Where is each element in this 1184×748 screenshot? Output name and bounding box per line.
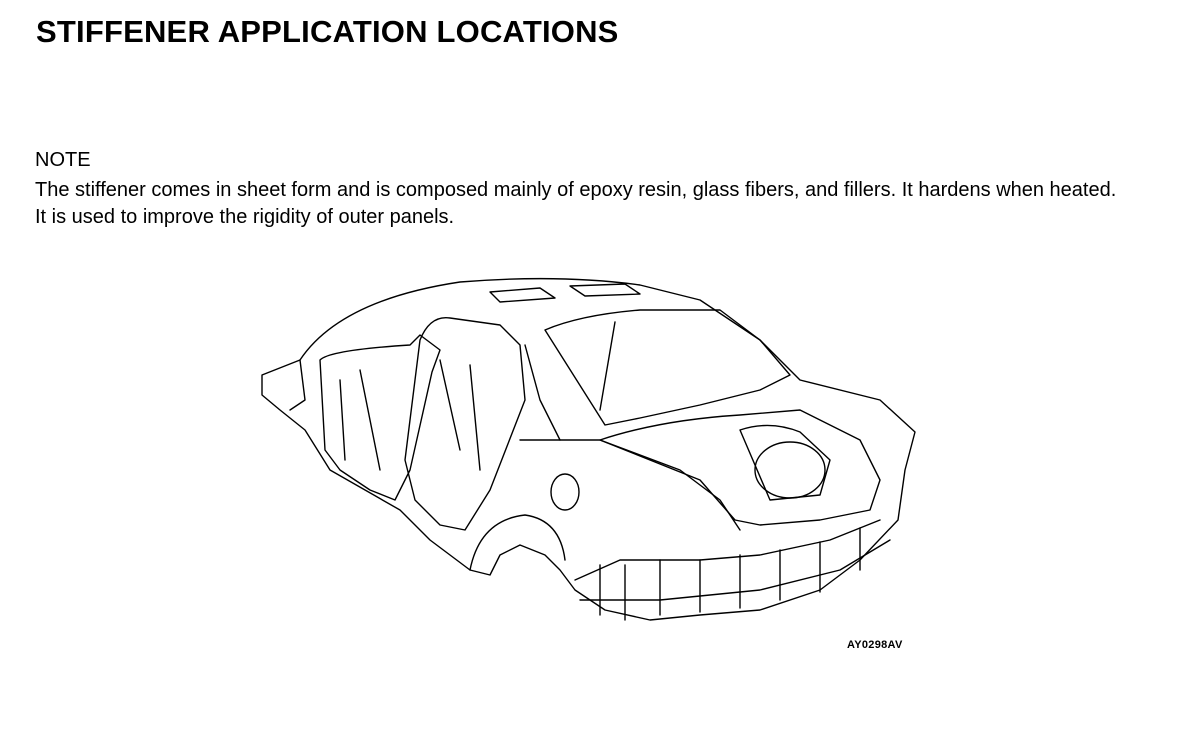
note-text: The stiffener comes in sheet form and is…: [35, 179, 1117, 228]
page-title: STIFFENER APPLICATION LOCATIONS: [36, 14, 619, 49]
note-label: NOTE: [35, 149, 91, 171]
car-body-illustration: [261, 277, 916, 621]
figure-code: AY0298AV: [847, 639, 903, 651]
